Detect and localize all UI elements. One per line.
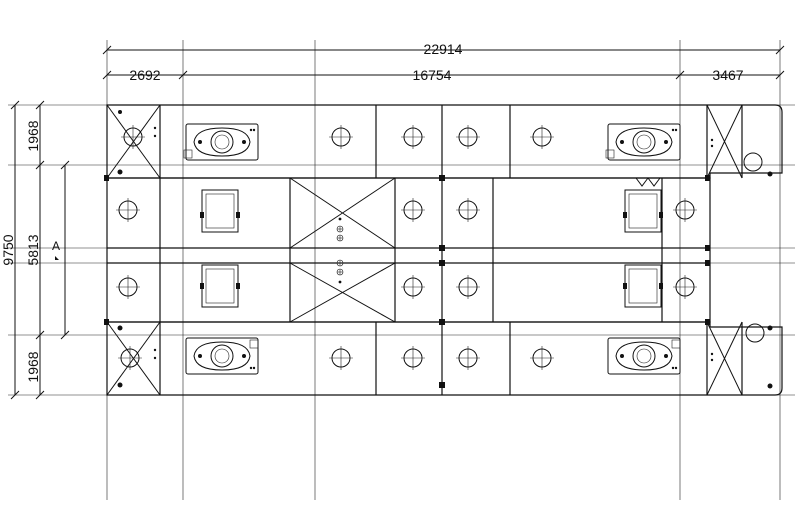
section-arrow-icon [55, 256, 59, 260]
bogie-units [183, 123, 681, 375]
circle-crosshair-icon [118, 346, 142, 370]
marker-dots [153, 126, 714, 362]
circle-crosshair-icon [329, 346, 353, 370]
bogie-unit-icon [183, 123, 259, 161]
reference-grid [8, 40, 795, 500]
circle-crosshair-icon [401, 125, 425, 149]
circle-crosshair-icon [121, 125, 145, 149]
bolt-holes [116, 125, 765, 370]
circle-crosshair-icon [530, 346, 554, 370]
joint-blocks [104, 110, 773, 389]
circle-crosshair-icon [116, 275, 140, 299]
bogie-unit-icon [607, 337, 681, 375]
circle-crosshair-icon [329, 125, 353, 149]
horizontal-dimensions [102, 45, 785, 80]
square-hatch-icon [623, 264, 663, 308]
lug-circle-icon [743, 152, 763, 172]
section-marker-a: A [52, 239, 60, 253]
square-hatches [200, 177, 663, 308]
bogie-unit-icon [605, 123, 681, 161]
overall-width-label: 9750 [0, 234, 16, 265]
circle-crosshair-icon [116, 198, 140, 222]
circle-crosshair-icon [530, 125, 554, 149]
square-hatch-icon [200, 264, 240, 308]
square-hatch-icon [623, 189, 663, 233]
middle-segment-label: 16754 [413, 67, 452, 83]
center-band-label: 5813 [25, 234, 41, 265]
circle-crosshair-icon [456, 346, 480, 370]
overall-length-label: 22914 [424, 41, 463, 57]
left-segment-label: 2692 [129, 67, 160, 83]
circle-crosshair-icon [456, 198, 480, 222]
lug-circle-icon [745, 323, 765, 343]
vertical-dimensions [10, 100, 70, 400]
right-segment-label: 3467 [712, 67, 743, 83]
center-bolts [336, 217, 344, 284]
square-hatch-icon [200, 189, 240, 233]
circle-crosshair-icon [673, 198, 697, 222]
circle-crosshair-icon [456, 125, 480, 149]
circle-crosshair-icon [401, 198, 425, 222]
circle-crosshair-icon [401, 346, 425, 370]
circle-crosshair-icon [673, 275, 697, 299]
circle-crosshair-icon [401, 275, 425, 299]
bogie-unit-icon [185, 337, 259, 375]
bottom-band-label: 1968 [25, 351, 41, 382]
top-band-label: 1968 [25, 120, 41, 151]
circle-crosshair-icon [456, 275, 480, 299]
